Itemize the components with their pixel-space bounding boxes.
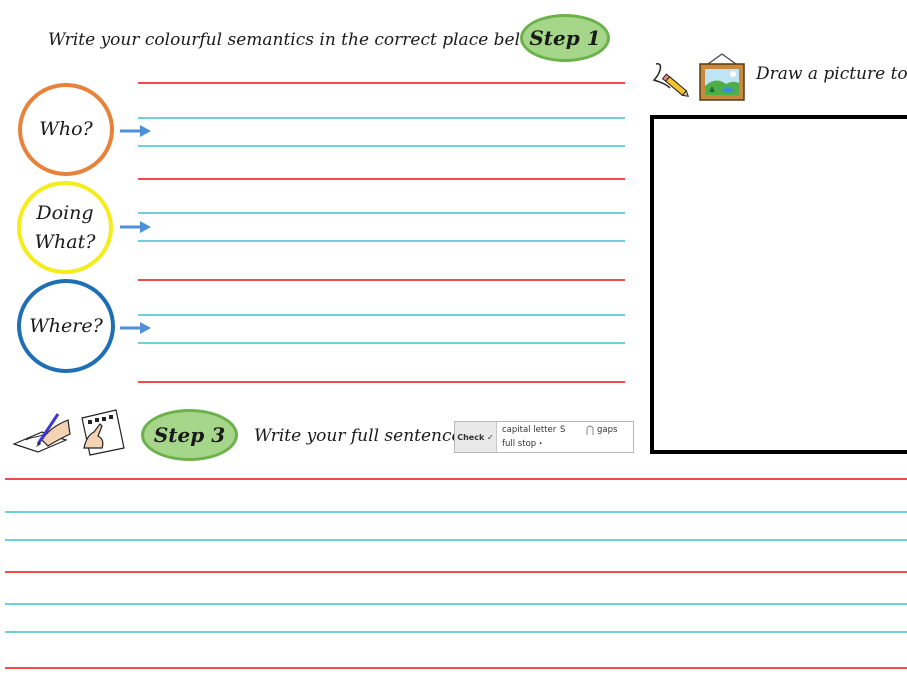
check-capital-example: S <box>560 425 566 435</box>
who-label: Who? <box>39 118 93 141</box>
step2-instruction: Draw a picture to m <box>756 64 907 84</box>
who-circle: Who? <box>18 83 114 176</box>
where-arrow-icon <box>120 322 151 334</box>
check-full-stop-mark: . <box>539 437 543 447</box>
what-label: What? <box>34 230 96 253</box>
where-label: Where? <box>29 314 103 337</box>
check-label: Check ✓ <box>455 422 497 452</box>
sentence-bottom-line <box>5 667 907 669</box>
check-box: Check ✓ capital letter S gaps full stop … <box>454 421 634 453</box>
where-writing-line[interactable] <box>138 314 625 316</box>
drawing-area[interactable] <box>650 115 907 454</box>
step1-badge: Step 1 <box>520 14 610 62</box>
step1-instruction: Write your colourful semantics in the co… <box>48 30 545 50</box>
checklist-icon <box>81 409 125 456</box>
write-icon <box>652 63 690 97</box>
doing-top-line <box>138 178 625 180</box>
doing-label: Doing <box>36 202 94 224</box>
sentence-top-line-2 <box>5 571 907 573</box>
who-writing-line[interactable] <box>138 117 625 119</box>
check-full-stop: full stop <box>502 439 537 449</box>
who-base-line <box>138 145 625 147</box>
check-capital-letter: capital letter <box>502 425 557 435</box>
doing-writing-line[interactable] <box>138 212 625 214</box>
pen-writing-icon <box>12 413 71 453</box>
sentence-base-line-2 <box>5 631 907 633</box>
semantics-bottom-line <box>138 381 625 383</box>
doing-what-arrow-icon <box>120 221 151 233</box>
where-base-line <box>138 342 625 344</box>
picture-icon <box>699 53 745 101</box>
sentence-base-line-1 <box>5 539 907 541</box>
sentence-top-line-1 <box>5 478 907 480</box>
where-top-line <box>138 279 625 281</box>
doing-base-line <box>138 240 625 242</box>
gaps-icon <box>586 425 594 435</box>
doing-what-circle: Doing What? <box>17 181 113 274</box>
who-arrow-icon <box>120 125 151 137</box>
sentence-writing-line-1[interactable] <box>5 511 907 513</box>
where-circle: Where? <box>17 279 115 373</box>
sentence-writing-line-2[interactable] <box>5 603 907 605</box>
step3-badge: Step 3 <box>141 409 238 461</box>
step3-instruction: Write your full sentence <box>254 426 462 446</box>
check-gaps: gaps <box>597 425 618 435</box>
who-top-line <box>138 82 625 84</box>
